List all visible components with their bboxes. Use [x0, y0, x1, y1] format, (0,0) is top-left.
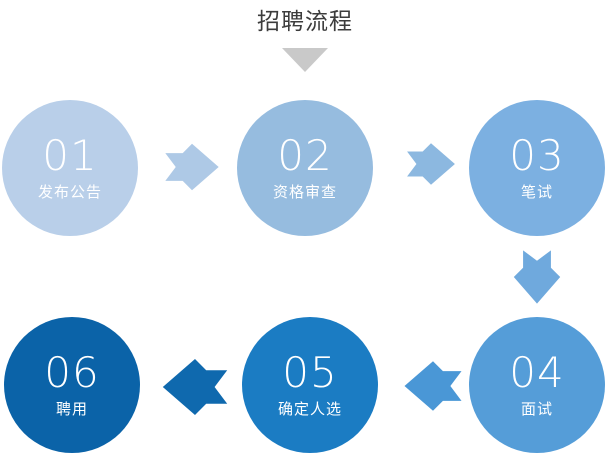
step-label: 笔试: [520, 183, 553, 201]
diagram-header: 招聘流程: [205, 6, 405, 77]
step-label: 确定人选: [277, 400, 342, 418]
process-step-04[interactable]: 04 面试: [469, 317, 605, 453]
process-step-05[interactable]: 05 确定人选: [242, 317, 378, 453]
page-title: 招聘流程: [257, 8, 353, 34]
process-step-06[interactable]: 06 聘用: [4, 317, 140, 453]
step-number: 06: [44, 347, 100, 397]
arrow-down-icon: [508, 248, 566, 306]
step-label: 聘用: [55, 400, 88, 418]
arrow-right-icon: [405, 138, 457, 190]
step-label: 发布公告: [37, 183, 102, 201]
step-label: 资格审查: [272, 183, 337, 201]
step-number: 03: [509, 130, 565, 180]
arrow-left-icon: [160, 352, 230, 422]
process-step-03[interactable]: 03 笔试: [469, 100, 605, 236]
arrow-left-icon: [402, 355, 464, 417]
process-step-02[interactable]: 02 资格审查: [237, 100, 373, 236]
step-number: 02: [277, 130, 333, 180]
step-number: 04: [509, 347, 565, 397]
step-number: 05: [282, 347, 338, 397]
step-label: 面试: [520, 400, 553, 418]
chevron-down-icon: [282, 48, 328, 72]
step-number: 01: [42, 130, 98, 180]
process-step-01[interactable]: 01 发布公告: [2, 100, 138, 236]
arrow-right-icon: [163, 138, 221, 196]
